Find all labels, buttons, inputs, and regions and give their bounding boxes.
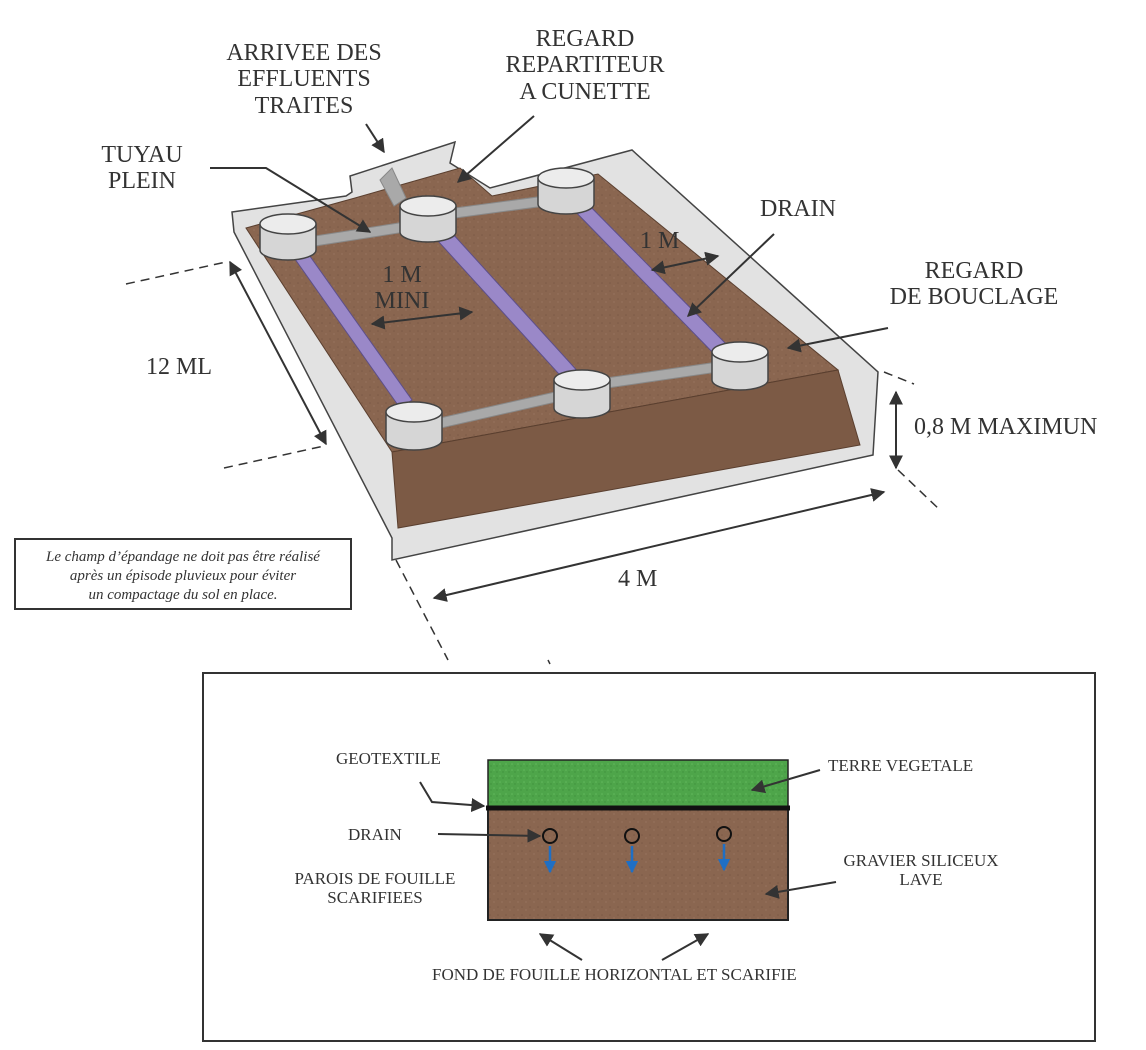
regard-bottom-middle bbox=[553, 369, 611, 419]
label-depth: 0,8 M MAXIMUN bbox=[914, 414, 1098, 440]
label-geotextile: GEOTEXTILE bbox=[336, 749, 441, 768]
dashed-lines bbox=[125, 261, 941, 665]
label-drain-section: DRAIN bbox=[348, 825, 402, 844]
section-leaders bbox=[419, 769, 837, 961]
label-gravier: GRAVIER SILICEUX LAVE bbox=[843, 851, 999, 889]
regard-top-middle bbox=[399, 195, 457, 243]
label-fond: FOND DE FOUILLE HORIZONTAL ET SCARIFIE bbox=[432, 965, 797, 984]
regard-bottom-left bbox=[385, 401, 443, 451]
section-view bbox=[419, 759, 837, 961]
label-tuyau-plein: TUYAU PLEIN bbox=[101, 142, 183, 195]
section-frame bbox=[202, 672, 1096, 1042]
label-length-12ml: 12 ML bbox=[146, 354, 212, 380]
leader-lines bbox=[210, 115, 903, 602]
note-box: Le champ d’épandage ne doit pas être réa… bbox=[14, 538, 352, 610]
label-terre-vegetale: TERRE VEGETALE bbox=[828, 756, 974, 775]
note-line-3: un compactage du sol en place. bbox=[88, 586, 278, 603]
label-regard-repartiteur: REGARD REPARTITEUR A CUNETTE bbox=[505, 26, 665, 105]
label-width-4m: 4 M bbox=[618, 566, 658, 592]
label-arrivee: ARRIVEE DES EFFLUENTS TRAITES bbox=[226, 40, 382, 119]
regard-bottom-right bbox=[711, 341, 769, 391]
regards bbox=[259, 167, 769, 451]
regard-top-right bbox=[537, 167, 595, 215]
topsoil-layer bbox=[487, 759, 789, 809]
note-line-2: après un épisode pluvieux pour éviter bbox=[69, 567, 297, 584]
label-parois: PAROIS DE FOUILLE SCARIFIEES bbox=[294, 869, 456, 907]
collector-pipes bbox=[314, 167, 719, 429]
note-line-1: Le champ d’épandage ne doit pas être réa… bbox=[46, 549, 320, 565]
label-regard-bouclage: REGARD DE BOUCLAGE bbox=[889, 258, 1059, 311]
label-spacing-1m-mini: 1 M MINI bbox=[374, 262, 430, 315]
water-flow-arrows bbox=[543, 844, 731, 874]
regard-top-left bbox=[259, 213, 317, 261]
label-drain-top: DRAIN bbox=[760, 196, 836, 222]
label-spacing-1m: 1 M bbox=[640, 228, 680, 254]
section-drains bbox=[542, 826, 732, 844]
